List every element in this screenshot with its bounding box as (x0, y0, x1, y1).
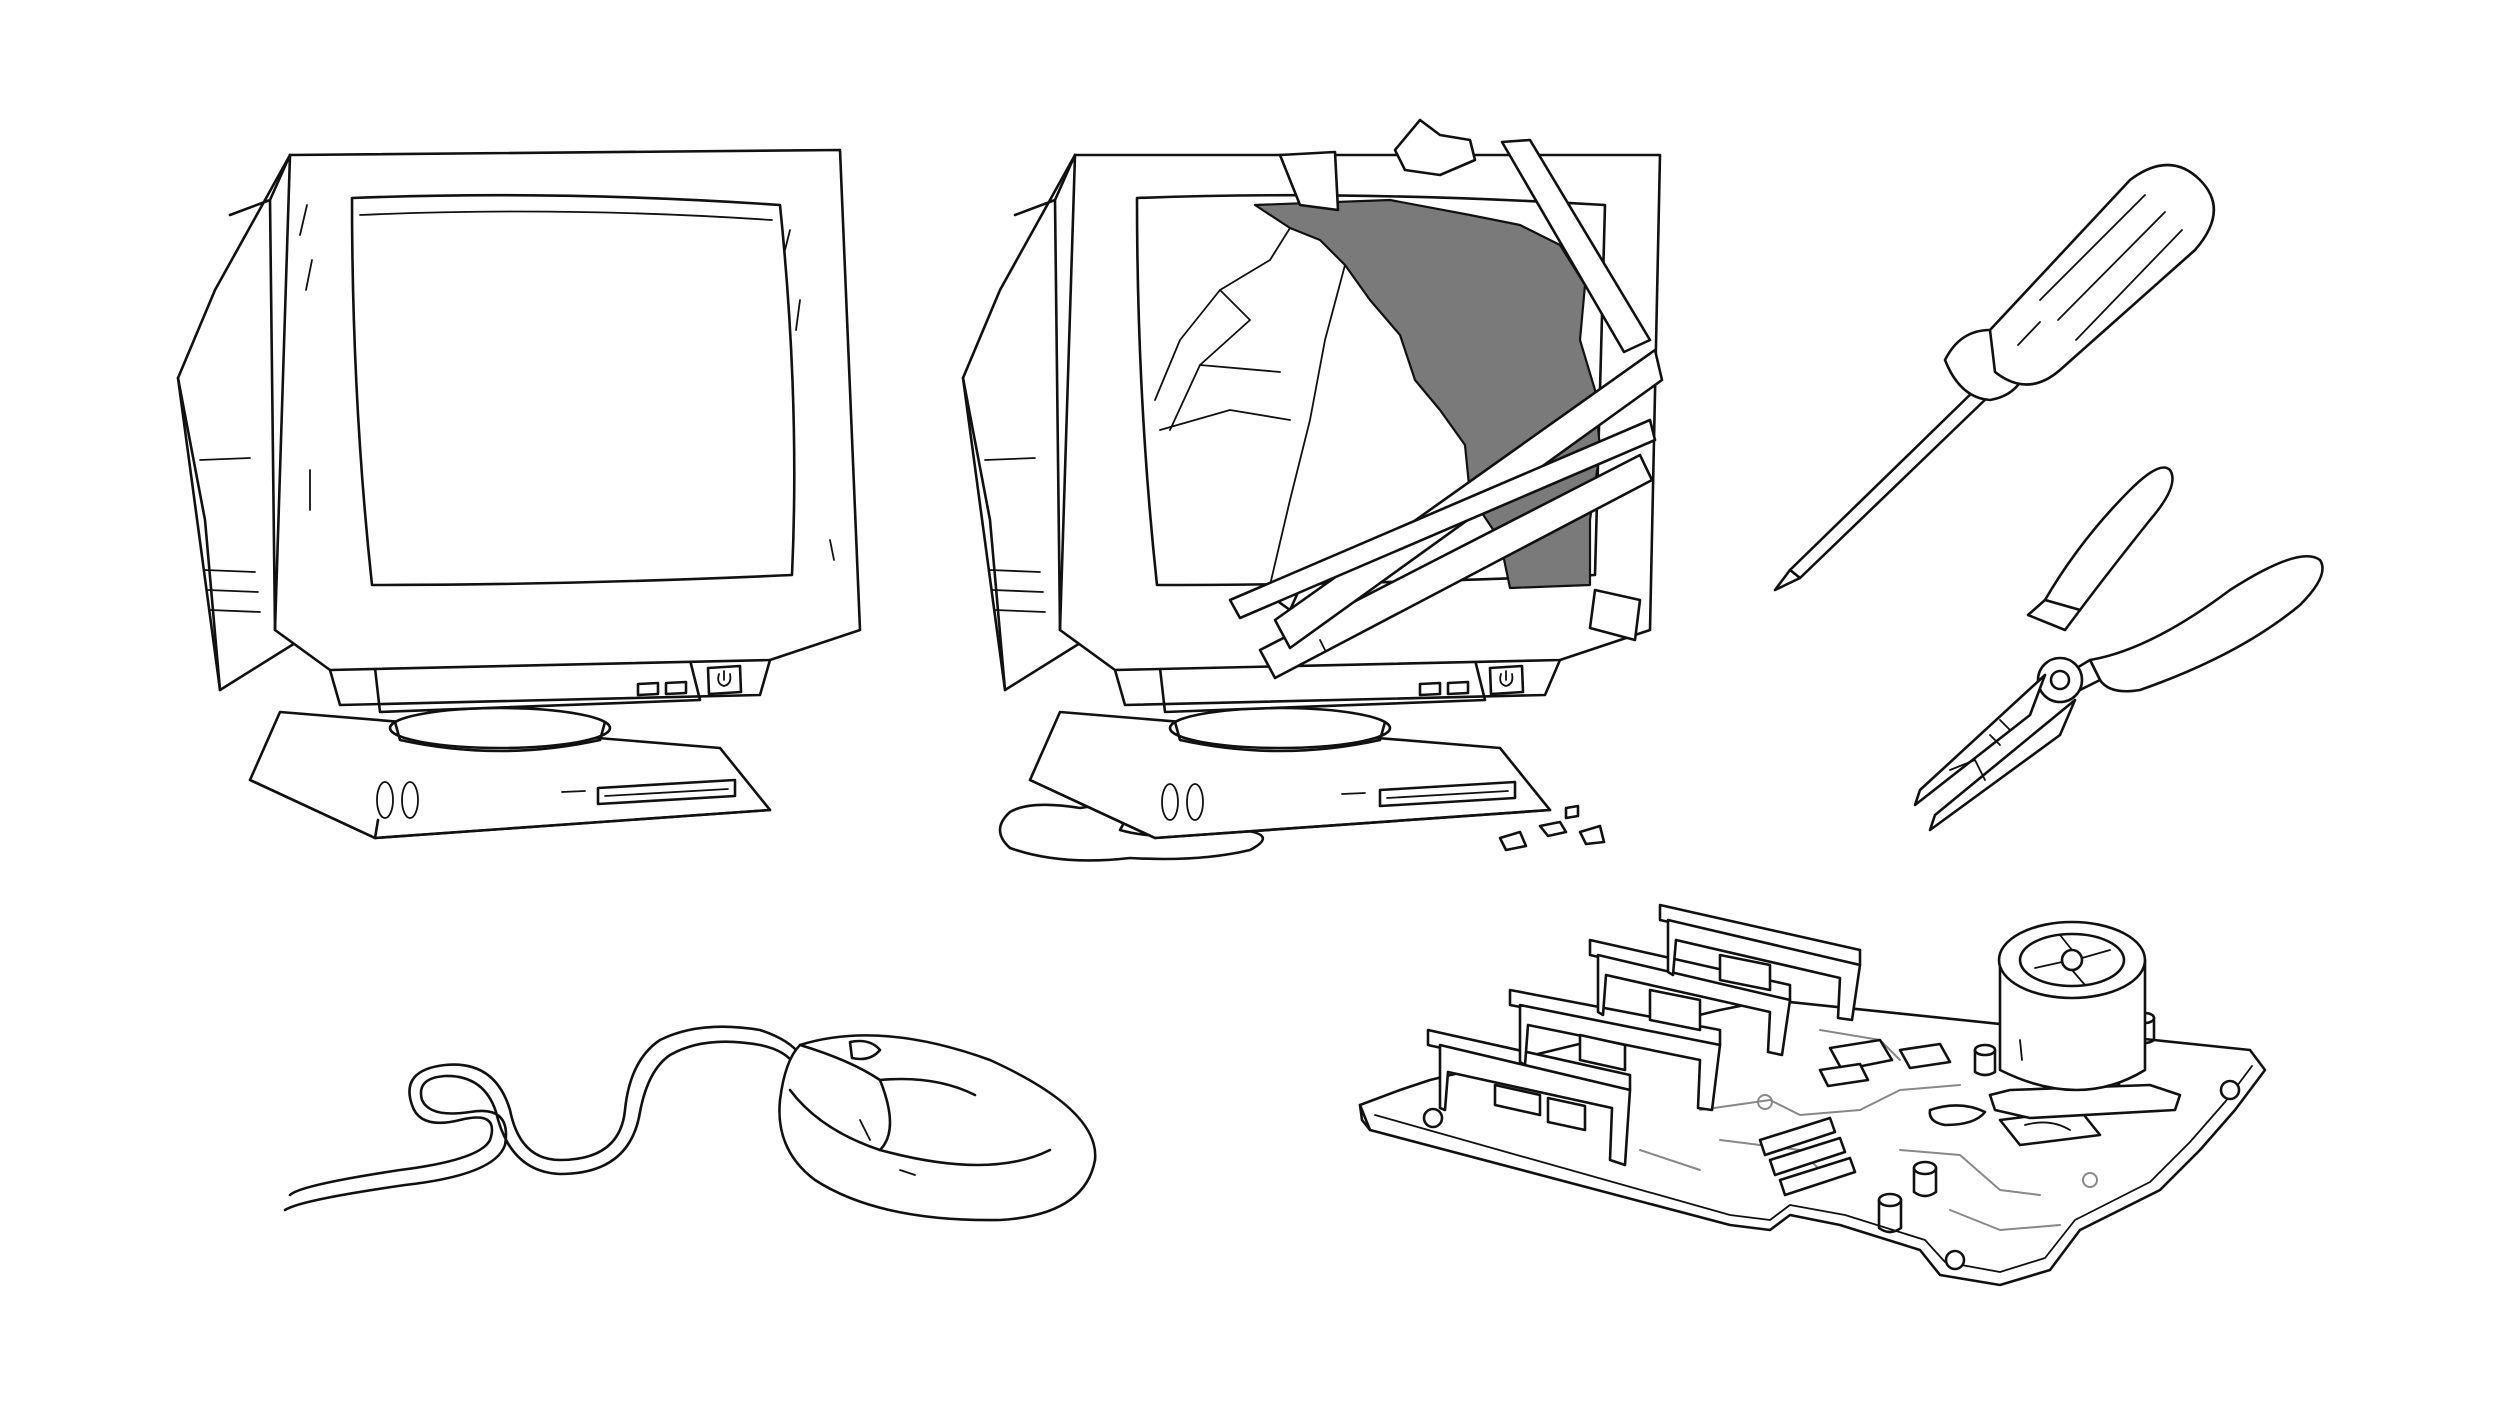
screwdriver-icon (1773, 163, 2216, 592)
crt-monitor-icon (176, 148, 862, 840)
computer-mouse-icon (283, 1025, 1097, 1222)
broken-crt-monitor-icon (961, 118, 1664, 862)
pliers-icon (1913, 466, 2324, 832)
motherboard-icon (1358, 903, 2267, 1287)
